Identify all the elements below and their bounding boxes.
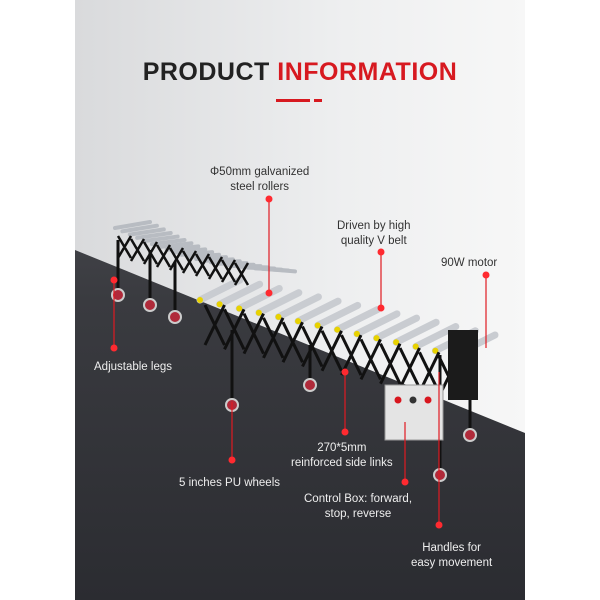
roller-end-cap <box>353 330 360 337</box>
roller <box>142 234 180 244</box>
roller <box>120 223 159 234</box>
roller <box>373 314 421 342</box>
motor <box>448 330 478 400</box>
roller-end-cap <box>373 335 380 342</box>
roller <box>179 250 215 257</box>
roller <box>268 267 297 274</box>
wheel <box>143 298 157 312</box>
roller <box>294 297 342 325</box>
callout-lines <box>113 199 487 525</box>
label-wheels: 5 inches PU wheels <box>179 477 280 489</box>
conveyor <box>111 220 499 482</box>
roller-end-cap <box>255 309 262 316</box>
roller <box>255 289 303 317</box>
wheel <box>303 378 317 392</box>
title-underline-dot <box>314 99 322 102</box>
roller-end-cap <box>197 297 203 303</box>
label-motor: 90W motor <box>441 257 498 269</box>
roller <box>314 301 362 329</box>
roller-end-cap <box>295 318 302 325</box>
roller <box>353 310 401 338</box>
roller <box>113 220 152 230</box>
callout-dots <box>110 195 490 529</box>
wheel <box>111 288 125 302</box>
control-button <box>409 396 417 404</box>
roller <box>274 293 322 321</box>
roller <box>157 241 194 249</box>
roller-end-cap <box>412 343 419 350</box>
roller-end-cap <box>432 347 439 354</box>
roller-end-cap <box>393 339 400 346</box>
roller <box>201 257 235 263</box>
roller <box>135 231 173 240</box>
roller-end-cap <box>275 313 282 320</box>
title-underline <box>276 99 310 102</box>
wheel <box>168 310 182 324</box>
roller-end-cap <box>334 326 341 333</box>
roller <box>216 280 264 308</box>
roller-end-cap <box>236 305 243 312</box>
control-box <box>384 384 444 441</box>
roller <box>196 276 244 304</box>
roller <box>127 227 166 237</box>
roller <box>412 323 460 351</box>
control-button <box>394 396 402 404</box>
label-legs: Adjustable legs <box>94 361 172 373</box>
roller <box>333 306 381 334</box>
wheel <box>433 468 447 482</box>
page-title: PRODUCT INFORMATION <box>142 58 458 86</box>
control-button <box>424 396 432 404</box>
roller <box>172 247 208 255</box>
roller-end-cap <box>216 301 223 308</box>
scissor-links <box>203 304 460 398</box>
roller-end-cap <box>314 322 321 329</box>
label-control: Control Box: forward,stop, reverse <box>304 493 413 520</box>
roller <box>235 284 283 312</box>
wheel <box>463 428 477 442</box>
roller <box>392 318 440 346</box>
